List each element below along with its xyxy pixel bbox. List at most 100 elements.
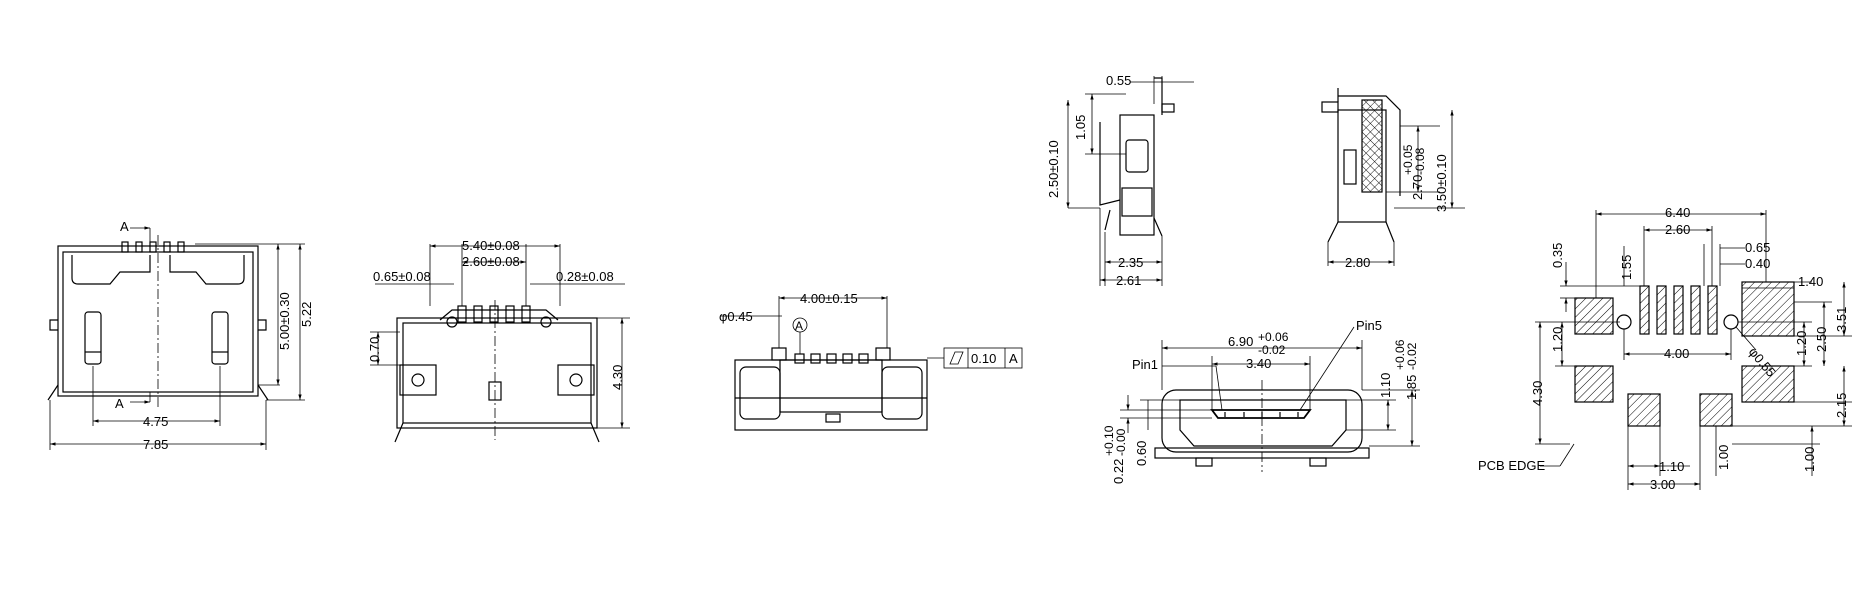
front-right-leg xyxy=(257,384,269,401)
pcb-edge-label: PCB EDGE xyxy=(1478,458,1546,473)
bottom-center xyxy=(779,359,883,413)
dim-2-70-minus: -0.08 xyxy=(1413,147,1427,175)
dim-1-20-right: 1.20 xyxy=(1794,331,1809,356)
rear-pin xyxy=(505,305,515,323)
section-label-a-top: A xyxy=(120,219,129,234)
side-leg xyxy=(1153,217,1163,237)
front-right-slot xyxy=(211,311,229,365)
pin1-leader xyxy=(1215,365,1223,411)
receptacle-foot xyxy=(1195,457,1213,467)
dim-0-28: 0.28±0.08 xyxy=(556,269,614,284)
dim-1-20-left: 1.20 xyxy=(1550,327,1565,352)
bottom-pin xyxy=(810,353,821,364)
pin1-label: Pin1 xyxy=(1132,357,1158,372)
rear-body-inner xyxy=(402,322,592,424)
locating-hole-right xyxy=(1723,314,1739,330)
dim-0-22-plus: +0.10 xyxy=(1102,425,1116,456)
view-side-right: 2.70 +0.05 -0.08 3.50±0.10 2.80 xyxy=(1321,88,1465,270)
dim-1-10: 1.10 xyxy=(1378,373,1393,398)
rear-right-peg xyxy=(540,316,552,328)
dim-hole-0-45: φ0.45 xyxy=(719,309,753,324)
dim-0-65: 0.65±0.08 xyxy=(373,269,431,284)
dim-0-70: 0.70 xyxy=(367,337,382,362)
view-receptacle-face: Pin1 Pin5 6.90 +0.06 -0.02 3.40 1.10 1.8… xyxy=(1102,318,1420,484)
pad-right-top xyxy=(1741,281,1795,337)
side2-leg xyxy=(1327,221,1339,243)
dim-7-85: 7.85 xyxy=(143,437,168,452)
receptacle-mouth xyxy=(1179,399,1347,447)
side2-top-pin xyxy=(1321,101,1339,113)
dim-1-85-minus: -0.02 xyxy=(1405,342,1419,370)
rear-left-leg xyxy=(394,422,404,443)
side-top-pin xyxy=(1161,103,1175,113)
datum-label: A xyxy=(795,319,803,333)
pin5-label: Pin5 xyxy=(1356,318,1382,333)
rear-top-edge xyxy=(439,309,559,321)
view-rear: 5.40±0.08 2.60±0.08 0.65±0.08 0.28±0.08 … xyxy=(367,238,630,443)
bottom-pin xyxy=(826,353,837,364)
dim-4-30: 4.30 xyxy=(610,365,625,390)
dim-1-40: 1.40 xyxy=(1798,274,1823,289)
tolerance-datum: A xyxy=(1009,351,1018,366)
dim-3-00: 3.00 xyxy=(1650,477,1675,492)
rear-pin xyxy=(489,305,499,323)
side2-leg xyxy=(1385,221,1395,243)
dim-2-50-pad: 2.50 xyxy=(1814,327,1829,352)
dim-0-55: 0.55 xyxy=(1106,73,1131,88)
dim-1-00-mid: 1.00 xyxy=(1716,445,1731,470)
front-left-tab xyxy=(49,319,58,331)
dim-1-85: 1.85 xyxy=(1404,375,1419,400)
dim-1-00-right: 1.00 xyxy=(1802,447,1817,472)
bottom-left-wing xyxy=(739,366,781,420)
rear-left-hole xyxy=(411,373,425,387)
front-pin-top xyxy=(163,241,171,253)
pad-right-lower xyxy=(1699,393,1733,427)
dim-2-50: 2.50±0.10 xyxy=(1046,140,1061,198)
dim-2-35: 2.35 xyxy=(1118,255,1143,270)
section-label-a-bottom: A xyxy=(115,396,124,411)
pin5-leader xyxy=(1299,326,1355,411)
rear-right-ear xyxy=(557,364,595,396)
front-body-outline xyxy=(57,245,259,397)
bottom-right-wing xyxy=(881,366,923,420)
bottom-pin xyxy=(842,353,853,364)
rear-pin xyxy=(473,305,483,323)
front-right-cutout xyxy=(169,255,245,285)
receptacle-foot xyxy=(1309,457,1327,467)
front-left-leg xyxy=(47,384,59,401)
pad-left-lower xyxy=(1627,393,1661,427)
dim-0-22: 0.22 xyxy=(1111,459,1126,484)
tolerance-frame xyxy=(943,347,1023,369)
dim-2-60-pad: 2.60 xyxy=(1665,222,1690,237)
dim-6-90: 6.90 xyxy=(1228,334,1253,349)
dim-5-00: 5.00±0.30 xyxy=(277,292,292,350)
front-pin-top xyxy=(121,241,129,253)
dim-1-05: 1.05 xyxy=(1073,115,1088,140)
dim-6-90-minus: -0.02 xyxy=(1258,343,1286,357)
dim-1-10-pad: 1.10 xyxy=(1659,459,1684,474)
bottom-pin xyxy=(858,353,869,364)
dim-2-60: 2.60±0.08 xyxy=(462,254,520,269)
pad-left-top xyxy=(1574,297,1614,335)
signal-pad-5 xyxy=(1707,285,1718,335)
side-window xyxy=(1125,139,1149,173)
dim-0-65-pad: 0.65 xyxy=(1745,240,1770,255)
view-pcb-footprint: 6.40 2.60 0.65 0.40 1.55 0.35 1.40 4.00 … xyxy=(1478,205,1852,492)
front-pin-top xyxy=(135,241,143,253)
receptacle-tongue xyxy=(1210,409,1312,419)
side2-window xyxy=(1343,149,1357,185)
bottom-post-right xyxy=(875,347,891,361)
view-bottom: 4.00±0.15 φ0.45 A 0.10 A xyxy=(719,291,1023,431)
signal-pad-4 xyxy=(1690,285,1701,335)
dim-1-55: 1.55 xyxy=(1619,255,1634,280)
side-leg xyxy=(1104,209,1111,231)
bottom-notch xyxy=(825,413,841,423)
pcb-edge-leader xyxy=(1559,443,1575,467)
dim-0-60: 0.60 xyxy=(1134,441,1149,466)
rear-pin xyxy=(521,305,531,323)
dim-3-51: 3.51 xyxy=(1834,307,1849,332)
dim-2-15: 2.15 xyxy=(1834,393,1849,418)
signal-pad-1 xyxy=(1639,285,1650,335)
dim-6-90-plus: +0.06 xyxy=(1258,330,1289,344)
